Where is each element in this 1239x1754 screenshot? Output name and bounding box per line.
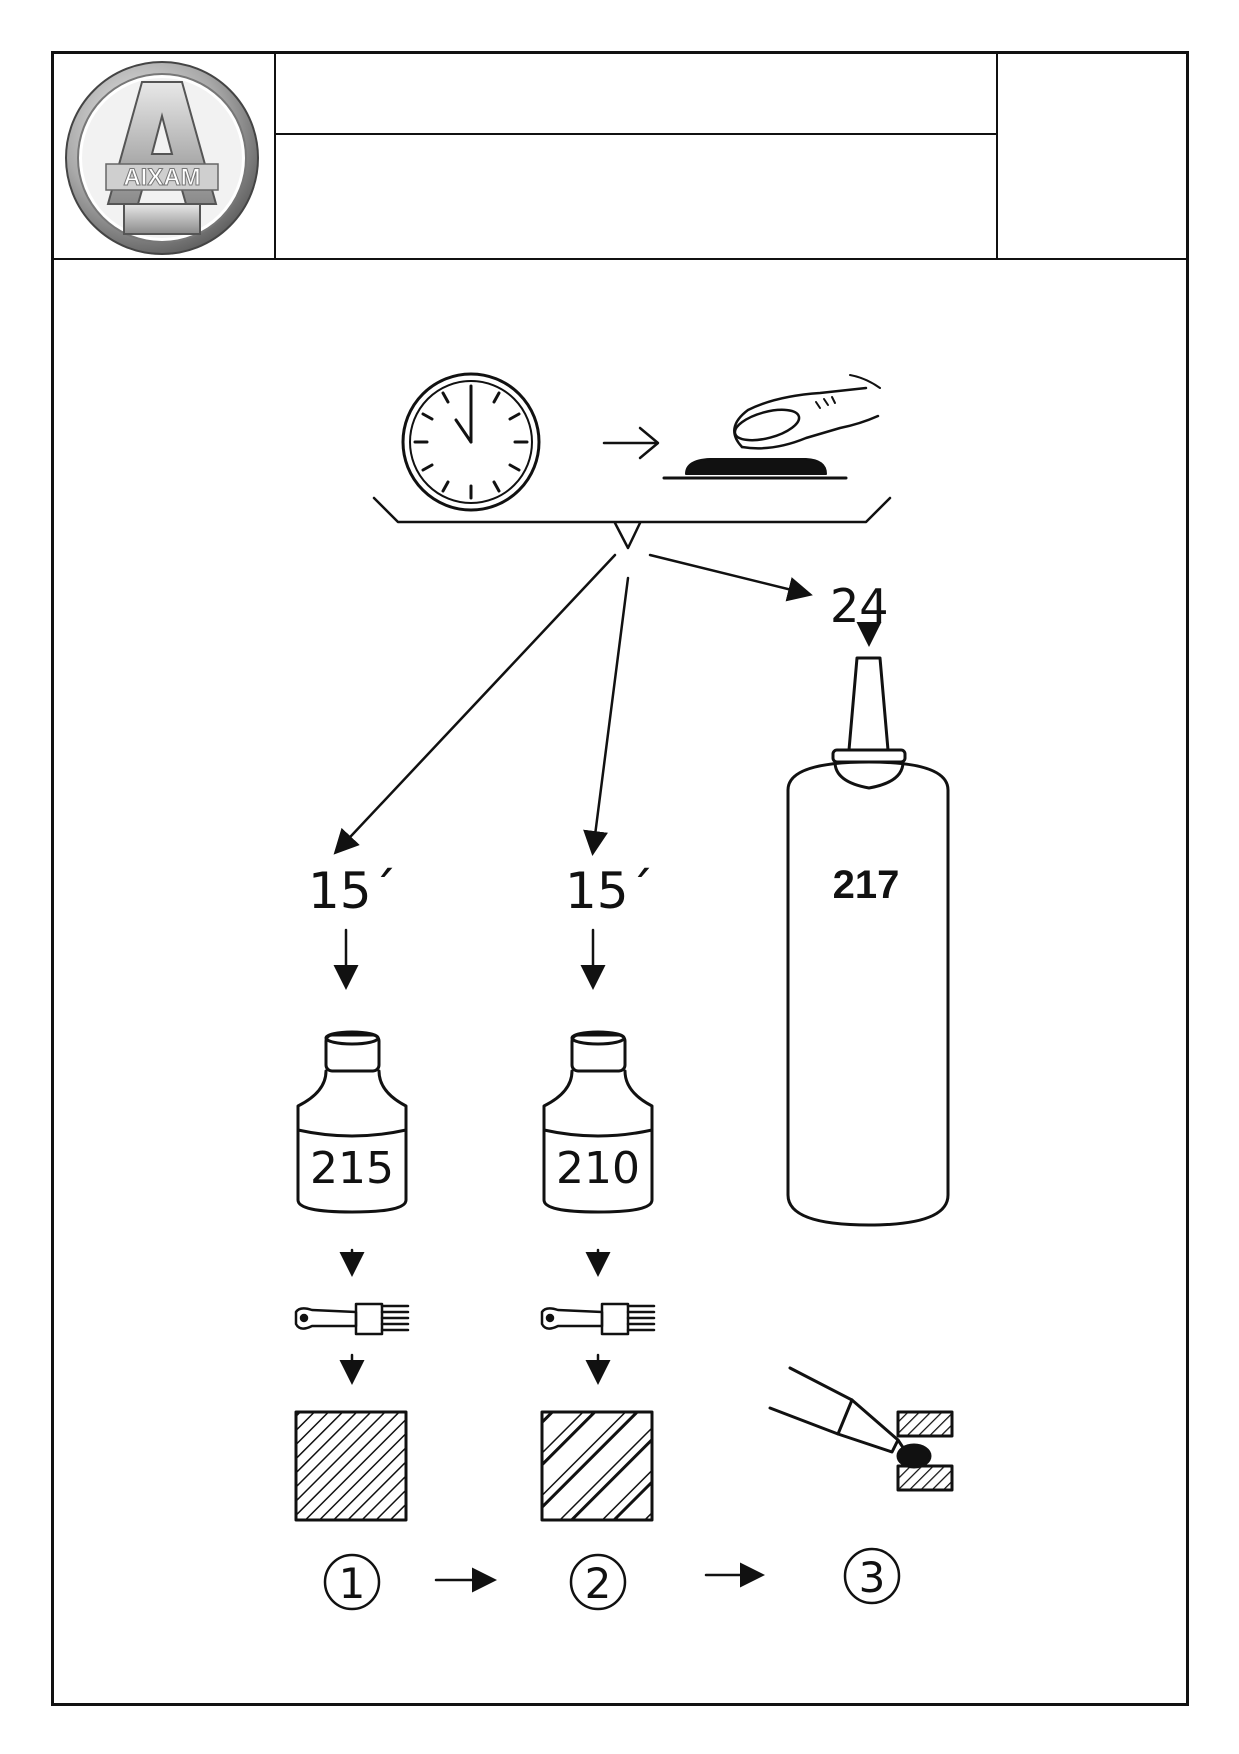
product-1-label: 215 <box>310 1143 394 1194</box>
title-cell-top <box>276 54 996 135</box>
page-frame: AIXAM <box>51 51 1189 1706</box>
logo-cell: AIXAM <box>54 54 276 258</box>
step-2-time: 15´ <box>565 862 654 920</box>
brush-icon <box>540 1302 656 1336</box>
logo-text: AIXAM <box>123 164 200 191</box>
cure-time-label: 24 <box>830 579 889 633</box>
finger-touch-icon <box>662 374 881 480</box>
cartridge-217-icon <box>786 656 950 1227</box>
step-1-time: 15´ <box>308 862 397 920</box>
step-2-number: 2 <box>585 1559 612 1608</box>
surface-dense-hatch <box>294 1410 408 1522</box>
brush-icon <box>294 1302 410 1336</box>
bottle-215-icon <box>296 1030 408 1214</box>
surface-sparse-hatch <box>540 1410 654 1522</box>
bracket-line <box>372 496 892 550</box>
bottle-210-icon <box>542 1030 654 1214</box>
reference-cell <box>996 54 1191 258</box>
step-3-number: 3 <box>859 1553 886 1602</box>
arrow-right-icon <box>602 426 660 460</box>
nozzle-application-icon <box>768 1366 954 1492</box>
product-2-label: 210 <box>556 1143 640 1194</box>
aixam-logo-icon: AIXAM <box>65 61 259 255</box>
document-header: AIXAM <box>54 54 1186 260</box>
flow-arrows <box>333 553 813 856</box>
step-1-number: 1 <box>339 1559 366 1608</box>
clock-icon <box>401 372 541 512</box>
product-3-label: 217 <box>833 863 900 907</box>
